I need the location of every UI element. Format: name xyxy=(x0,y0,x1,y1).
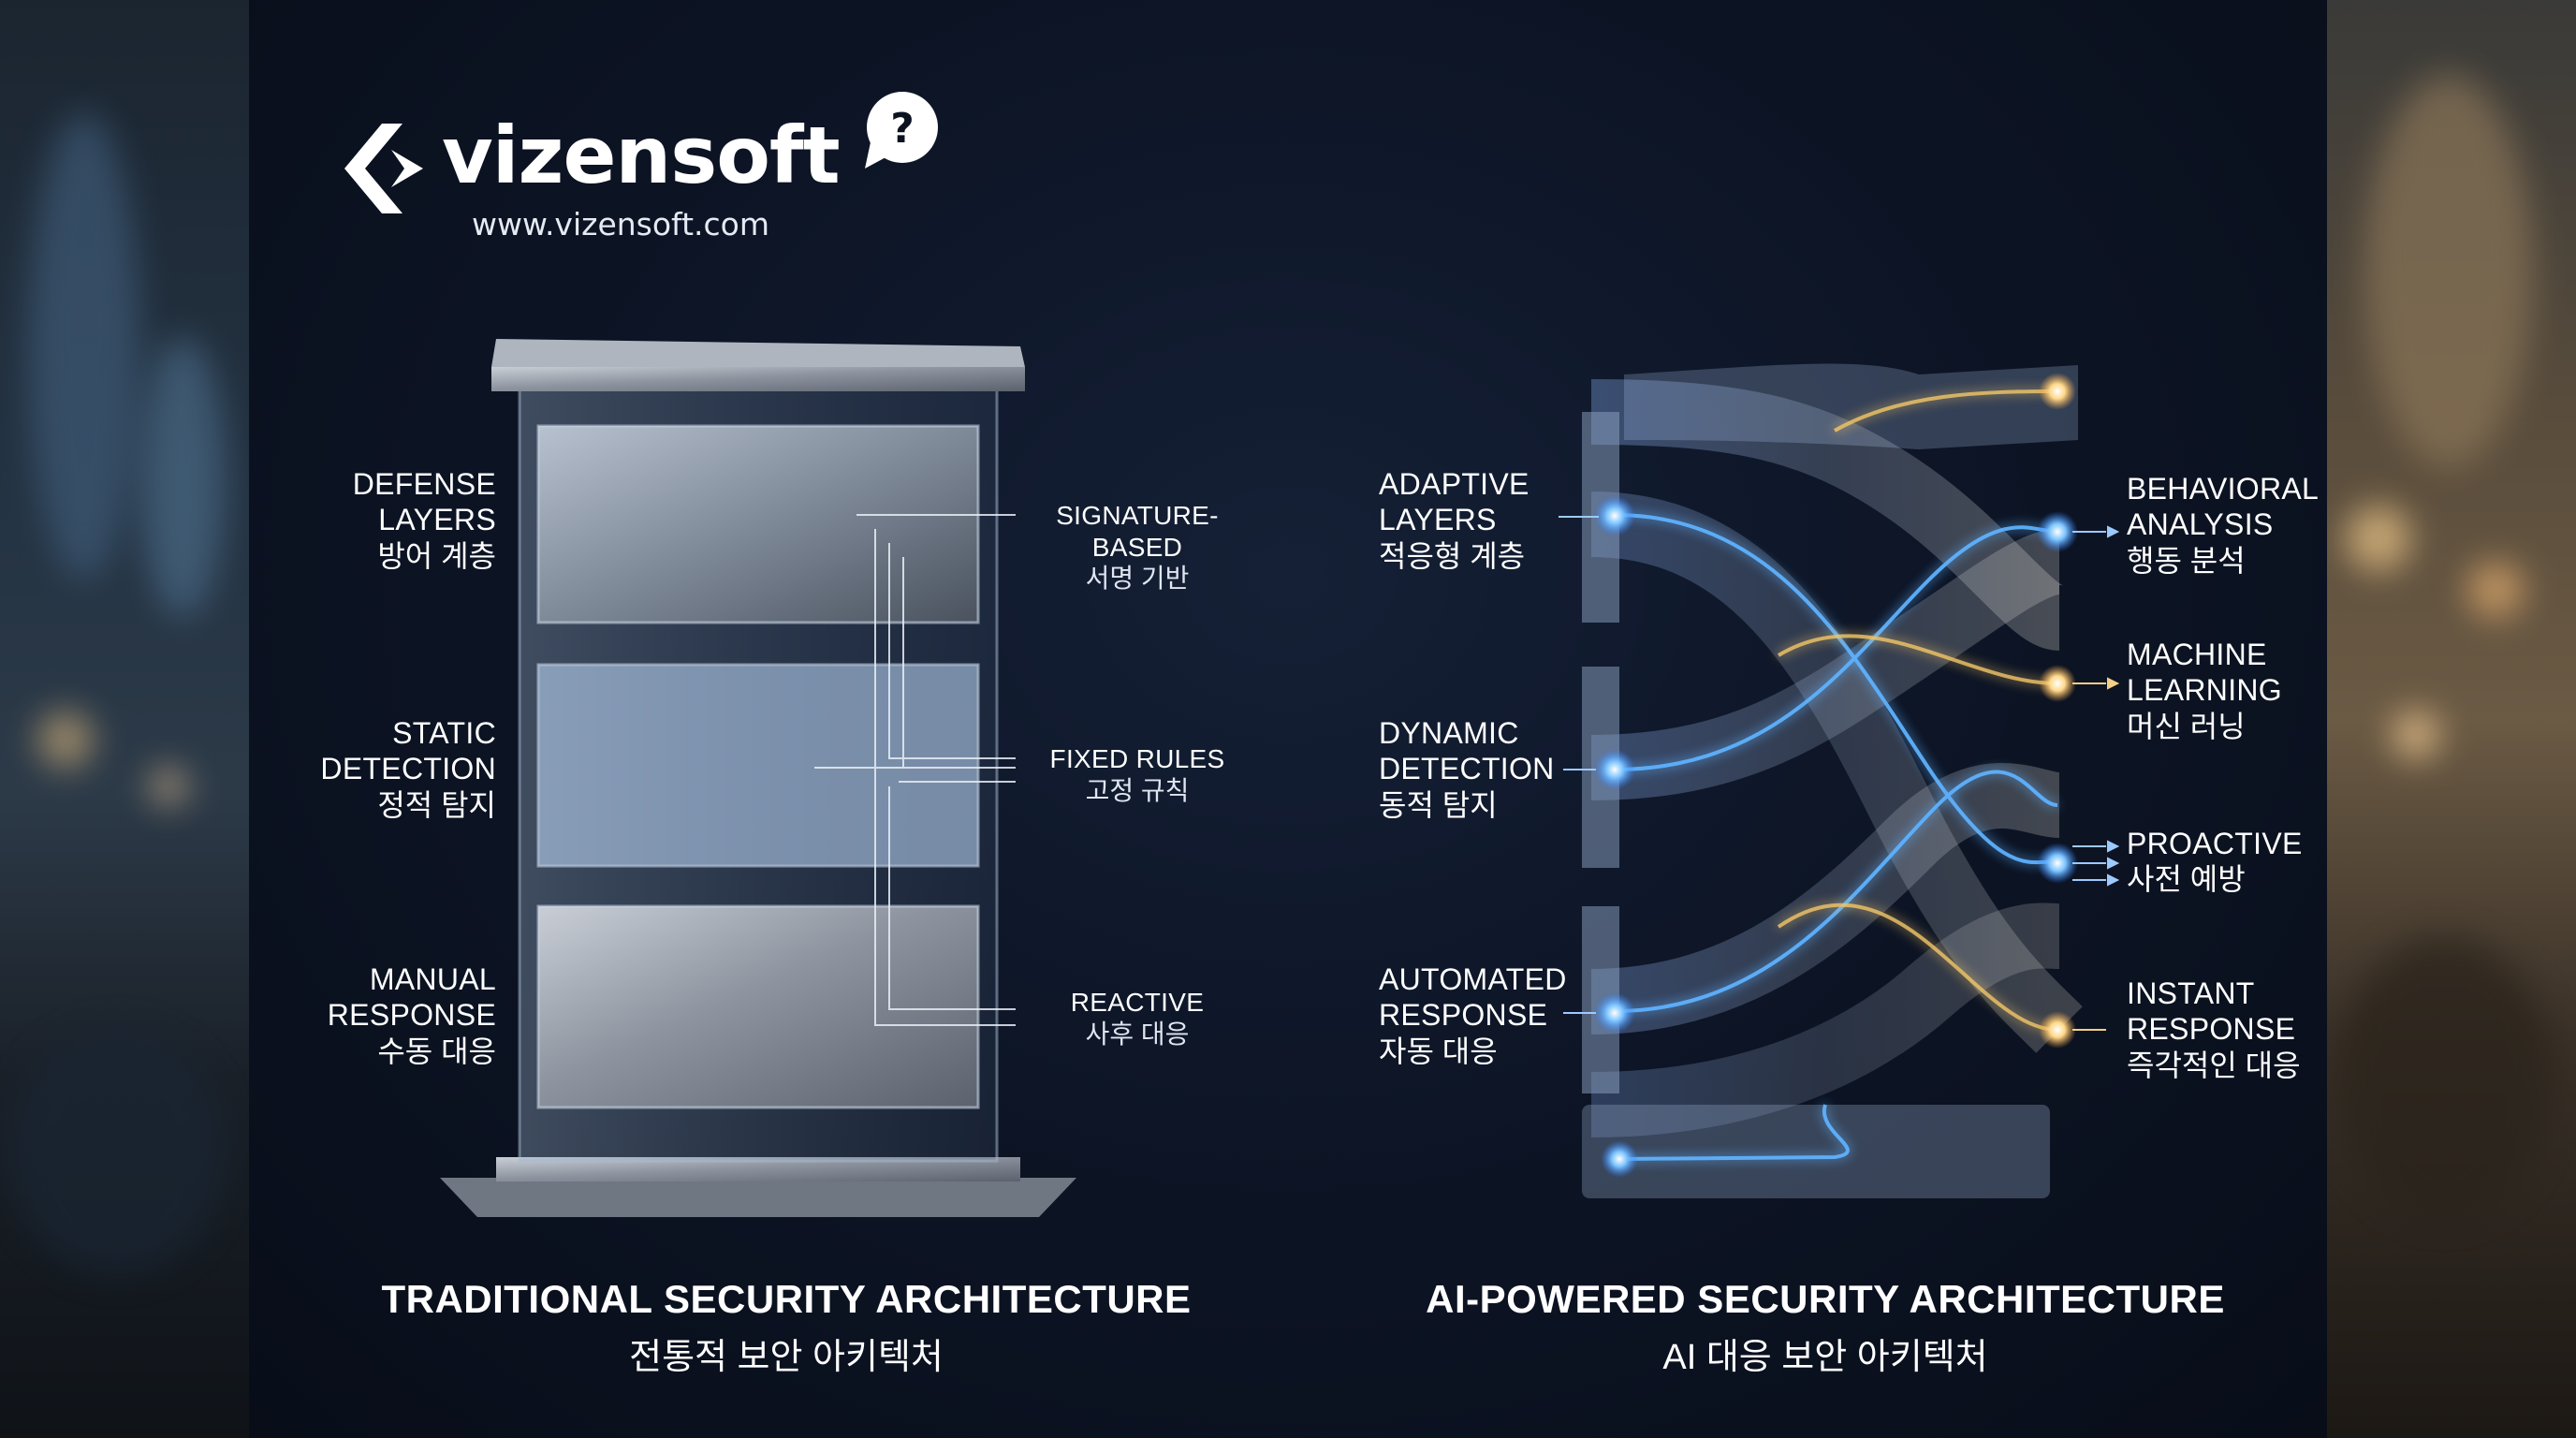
help-bubble-icon: ? xyxy=(865,92,938,169)
label-static-detection: STATIC DETECTION 정적 탐지 xyxy=(320,716,496,822)
label-signature-based: SIGNATURE-BASED 서명 기반 xyxy=(1056,501,1219,594)
ai-architecture-title: AI-POWERED SECURITY ARCHITECTURE AI 대응 보… xyxy=(1426,1277,2225,1377)
ai-node-dots xyxy=(1594,373,2078,1178)
brand-name: vizensoft xyxy=(442,110,841,201)
defense-layer-slab xyxy=(536,424,980,624)
label-fixed-rules: FIXED RULES 고정 규칙 xyxy=(1049,744,1225,805)
label-automated-response: AUTOMATED RESPONSE 자동 대응 xyxy=(1379,962,1567,1068)
static-detection-slab xyxy=(536,663,980,868)
ai-ribbon-structure xyxy=(1559,363,2120,1198)
label-dynamic-detection: DYNAMIC DETECTION 동적 탐지 xyxy=(1379,716,1555,822)
background-left-blur xyxy=(0,0,249,1438)
label-defense-layers: DEFENSE LAYERS 방어 계층 xyxy=(352,467,496,573)
label-instant-response: INSTANT RESPONSE 즉각적인 대응 xyxy=(2127,976,2301,1082)
vizensoft-logo-icon xyxy=(344,124,423,213)
bubble-symbol: ? xyxy=(890,105,915,153)
brand-url: www.vizensoft.com xyxy=(472,206,769,242)
manual-response-slab xyxy=(536,904,980,1109)
label-machine-learning: MACHINE LEARNING 머신 러닝 xyxy=(2127,638,2282,743)
label-adaptive-layers: ADAPTIVE LAYERS 적응형 계층 xyxy=(1379,467,1530,573)
brand-logo: vizensoft ? www.vizensoft.com xyxy=(337,90,955,249)
background-right-blur xyxy=(2327,0,2576,1438)
traditional-architecture-title: TRADITIONAL SECURITY ARCHITECTURE 전통적 보안… xyxy=(381,1277,1192,1377)
label-behavioral-analysis: BEHAVIORAL ANALYSIS 행동 분석 xyxy=(2127,472,2320,578)
label-proactive: PROACTIVE 사전 예방 xyxy=(2127,827,2303,897)
label-reactive: REACTIVE 사후 대응 xyxy=(1070,988,1205,1049)
traditional-pillar xyxy=(440,339,1076,1217)
label-manual-response: MANUAL RESPONSE 수동 대응 xyxy=(327,962,496,1068)
